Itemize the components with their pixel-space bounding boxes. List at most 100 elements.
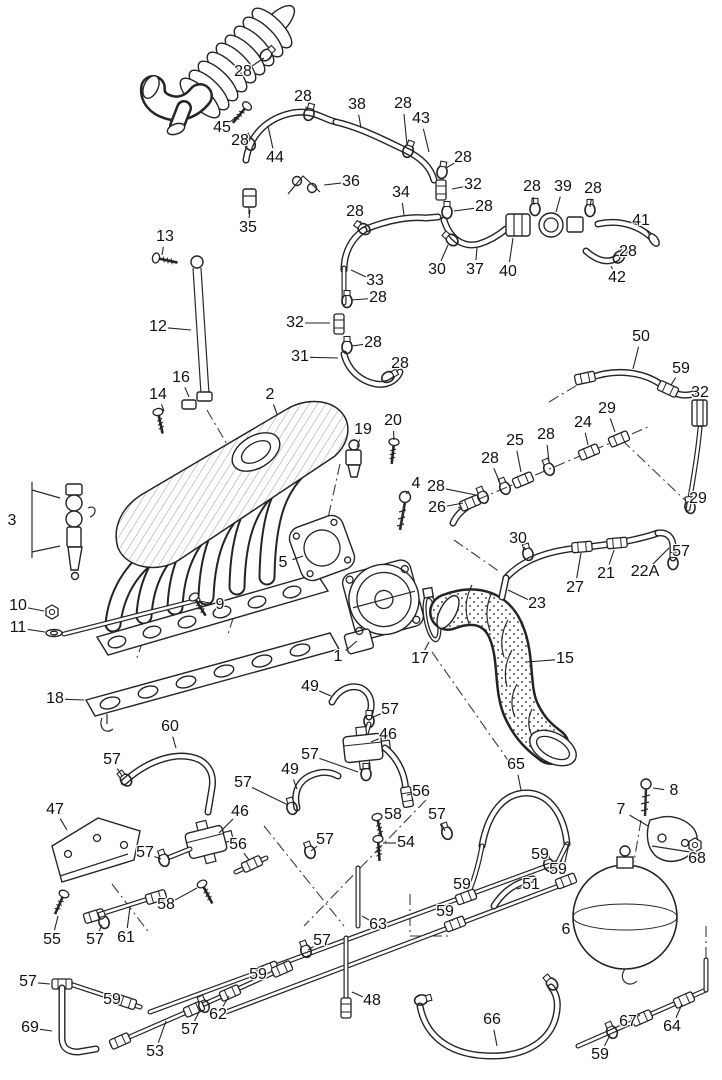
part-label-5: 5 <box>278 554 288 571</box>
part-label-4: 4 <box>411 475 421 492</box>
part-label-16: 16 <box>172 369 190 386</box>
part-label-58: 58 <box>157 896 175 913</box>
part-label-51: 51 <box>522 876 540 893</box>
part-label-46: 46 <box>231 803 249 820</box>
part-label-34: 34 <box>392 184 410 201</box>
part-label-9: 9 <box>215 596 225 613</box>
part-label-61: 61 <box>117 929 135 946</box>
part-label-28: 28 <box>231 132 249 149</box>
part-label-43: 43 <box>412 110 430 127</box>
part-label-47: 47 <box>46 801 64 818</box>
part-label-57: 57 <box>313 932 331 949</box>
injector-assembly <box>31 482 96 638</box>
part-label-6: 6 <box>561 921 571 938</box>
part-label-28: 28 <box>346 203 364 220</box>
part-label-29: 29 <box>689 490 707 507</box>
part-label-59: 59 <box>249 966 267 983</box>
part-label-21: 21 <box>597 565 615 582</box>
part-label-41: 41 <box>632 212 650 229</box>
vacuum-valve-assemblies <box>49 683 455 931</box>
part-label-59: 59 <box>531 846 549 863</box>
part-label-28: 28 <box>369 289 387 306</box>
part-label-29: 29 <box>598 400 616 417</box>
part-label-23: 23 <box>528 595 546 612</box>
part-label-56: 56 <box>412 783 430 800</box>
part-label-28: 28 <box>523 178 541 195</box>
vacuum-lines-right <box>449 369 708 601</box>
part-label-49: 49 <box>301 678 319 695</box>
part-label-66: 66 <box>483 1011 501 1028</box>
part-label-28: 28 <box>294 88 312 105</box>
part-label-69: 69 <box>21 1019 39 1036</box>
part-label-57: 57 <box>86 931 104 948</box>
part-label-60: 60 <box>161 718 179 735</box>
part-label-40: 40 <box>499 263 517 280</box>
part-label-28: 28 <box>427 478 445 495</box>
part-label-49: 49 <box>281 761 299 778</box>
part-label-19: 19 <box>354 421 372 438</box>
part-label-28: 28 <box>475 198 493 215</box>
part-label-42: 42 <box>608 269 626 286</box>
part-label-57: 57 <box>672 543 690 560</box>
part-label-2: 2 <box>265 386 275 403</box>
air-duct-hose <box>429 584 577 767</box>
part-label-35: 35 <box>239 219 257 236</box>
part-label-20: 20 <box>384 412 402 429</box>
part-label-57: 57 <box>181 1021 199 1038</box>
part-label-46: 46 <box>379 726 397 743</box>
part-label-28: 28 <box>619 243 637 260</box>
manifold-gasket <box>84 632 341 732</box>
part-label-28: 28 <box>481 450 499 467</box>
part-label-57: 57 <box>316 831 334 848</box>
part-label-31: 31 <box>291 348 309 365</box>
part-label-57: 57 <box>381 701 399 718</box>
part-label-15: 15 <box>556 650 574 667</box>
part-label-59: 59 <box>591 1046 609 1063</box>
fuel-lines-bottom <box>51 789 709 1060</box>
throttle-body <box>288 436 442 655</box>
part-label-30: 30 <box>428 261 446 278</box>
part-label-1: 1 <box>333 648 343 665</box>
part-label-25: 25 <box>506 432 524 449</box>
part-label-26: 26 <box>428 499 446 516</box>
part-label-59: 59 <box>453 876 471 893</box>
intake-manifold <box>61 400 349 656</box>
part-label-56: 56 <box>229 836 247 853</box>
vacuum-reservoir <box>572 778 703 985</box>
part-label-14: 14 <box>149 386 167 403</box>
part-label-58: 58 <box>384 806 402 823</box>
corrugated-intake-hose <box>139 4 296 136</box>
part-label-17: 17 <box>411 650 429 667</box>
part-label-67: 67 <box>619 1013 637 1030</box>
part-label-32: 32 <box>691 384 709 401</box>
part-label-10: 10 <box>9 597 27 614</box>
support-rod <box>150 251 213 436</box>
part-label-64: 64 <box>663 1018 681 1035</box>
part-label-39: 39 <box>554 178 572 195</box>
part-label-48: 48 <box>363 992 381 1009</box>
part-label-11: 11 <box>9 619 27 636</box>
part-label-59: 59 <box>672 360 690 377</box>
part-label-38: 38 <box>348 96 366 113</box>
part-label-24: 24 <box>574 414 592 431</box>
part-label-32: 32 <box>464 176 482 193</box>
part-label-57: 57 <box>301 746 319 763</box>
part-label-30: 30 <box>509 530 527 547</box>
breather-hoses-top <box>227 43 660 388</box>
part-label-57: 57 <box>428 806 446 823</box>
part-label-28: 28 <box>391 355 409 372</box>
part-label-45: 45 <box>213 119 231 136</box>
part-label-27: 27 <box>566 579 584 596</box>
part-label-57: 57 <box>136 844 154 861</box>
part-label-28: 28 <box>364 334 382 351</box>
part-label-28: 28 <box>584 180 602 197</box>
part-label-32: 32 <box>286 314 304 331</box>
part-label-53: 53 <box>146 1043 164 1060</box>
part-label-33: 33 <box>366 272 384 289</box>
part-label-36: 36 <box>342 173 360 190</box>
part-label-37: 37 <box>466 261 484 278</box>
part-label-50: 50 <box>632 328 650 345</box>
part-label-59: 59 <box>103 991 121 1008</box>
